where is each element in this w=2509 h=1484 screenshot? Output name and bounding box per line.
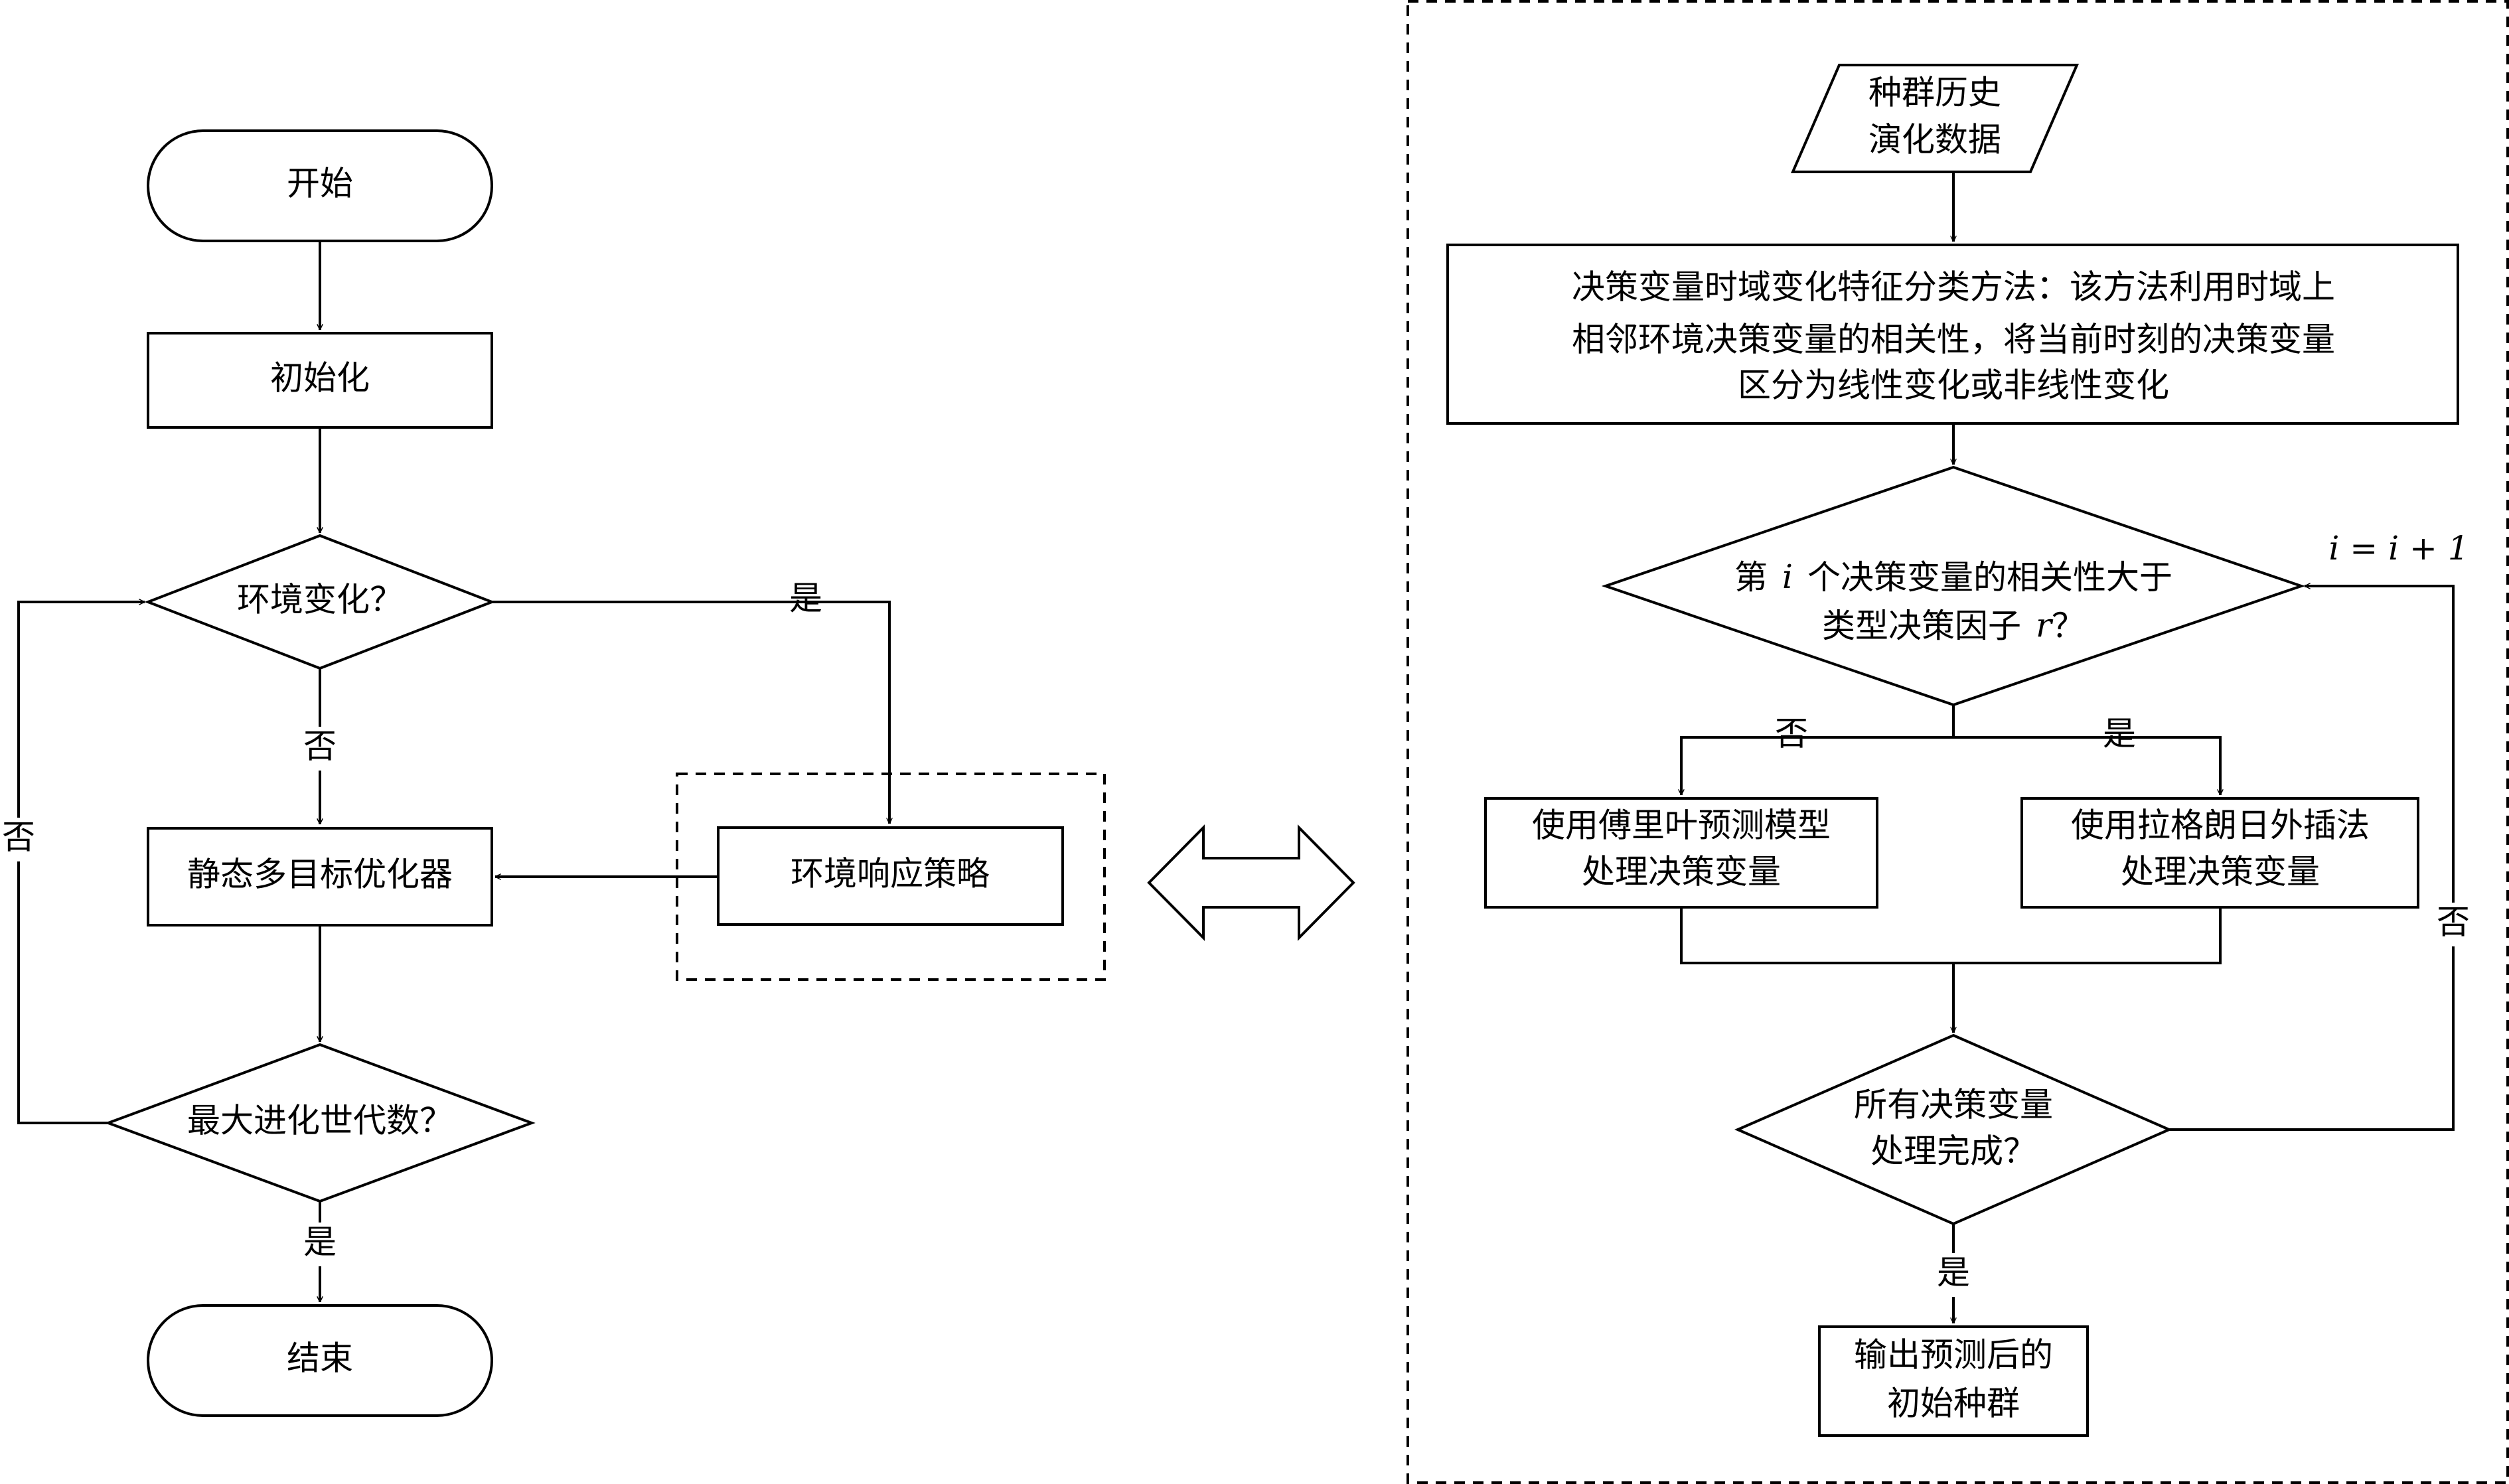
arrow-env-yes-to-response (492, 601, 889, 824)
arrow-branch-no (1681, 736, 1953, 795)
correlation-prefix: 第 (1734, 558, 1768, 597)
right-dashed-frame (1407, 0, 2509, 1484)
branch-yes-label: 是 (2103, 715, 2136, 753)
correlation-var-r: r (2036, 606, 2054, 644)
right-flowchart: 种群历史 演化数据 决策变量时域变化特征分类方法：该方法利用时域上 相邻环境决策… (1407, 0, 2509, 1484)
done-no-label-bg (2433, 903, 2473, 946)
classify-line3: 区分为线性变化或非线性变化 (1738, 366, 2169, 405)
correlation-line2-prefix: 类型决策因子 (1822, 607, 2021, 645)
env-change-label: 环境变化？ (237, 581, 403, 619)
classify-line2: 相邻环境决策变量的相关性，将当前时刻的决策变量 (1572, 321, 2335, 359)
max-gen-label: 最大进化世代数？ (187, 1102, 453, 1140)
fourier-box (1484, 797, 1878, 909)
left-flowchart: 开始 初始化 环境变化？ 是 否 静态多目标优化器 环境响应策略 最大 (0, 129, 1106, 1417)
history-data-line2: 演化数据 (1868, 121, 2001, 159)
maxgen-no-label: 否 (2, 818, 35, 857)
arrow-done-no-loop (2169, 586, 2455, 1131)
all-done-decision (1734, 1033, 2172, 1226)
output-box (1818, 1325, 2089, 1437)
done-no-label: 否 (2437, 903, 2470, 942)
env-no-label: 否 (303, 727, 337, 766)
optimizer-label: 静态多目标优化器 (187, 855, 453, 894)
lagrange-line1: 使用拉格朗日外插法 (2071, 806, 2370, 845)
end-label: 结束 (287, 1339, 353, 1378)
response-dashed-frame (676, 773, 1106, 981)
lagrange-box (2020, 797, 2419, 909)
classify-line1: 决策变量时域变化特征分类方法：该方法利用时域上 (1572, 268, 2335, 307)
start-label: 开始 (287, 165, 353, 203)
all-done-line2: 处理完成？ (1870, 1132, 2036, 1171)
maxgen-yes-label: 是 (303, 1223, 337, 1262)
maxgen-yes-label-bg (300, 1223, 340, 1266)
history-data-line1: 种群历史 (1868, 74, 2001, 112)
output-line1: 输出预测后的 (1854, 1336, 2053, 1374)
branch-no-label: 否 (1775, 715, 1808, 753)
fourier-line2: 处理决策变量 (1582, 853, 1781, 891)
done-yes-label-bg (1934, 1253, 1973, 1297)
double-arrow-link (1147, 824, 1355, 941)
all-done-line1: 所有决策变量 (1854, 1086, 2053, 1124)
history-data-input (1790, 64, 2080, 173)
arrow-maxgen-no-loop (17, 602, 145, 1124)
end-terminal (147, 1304, 493, 1417)
env-no-label-bg (300, 727, 340, 771)
merge-connector (1680, 907, 2222, 964)
classify-method-box (1446, 244, 2459, 425)
init-box (147, 332, 493, 429)
correlation-line2: 类型决策因子 r？ (1822, 606, 2085, 645)
correlation-suffix: 个决策变量的相关性大于 (1807, 558, 2172, 597)
env-yes-label: 是 (789, 579, 822, 618)
init-label: 初始化 (270, 359, 370, 398)
lagrange-line2: 处理决策变量 (2121, 853, 2320, 891)
maxgen-no-label-bg (0, 818, 37, 861)
output-line2: 初始种群 (1887, 1384, 2020, 1423)
correlation-line2-suffix: ？ (2052, 607, 2085, 645)
arrow-branch-yes (1953, 736, 2220, 795)
fourier-line1: 使用傅里叶预测模型 (1532, 806, 1831, 845)
done-yes-label: 是 (1937, 1254, 1970, 1292)
response-label: 环境响应策略 (791, 855, 990, 893)
correlation-var-i: i (1782, 557, 1793, 596)
increment-label: i = i + 1 (2328, 529, 2469, 567)
